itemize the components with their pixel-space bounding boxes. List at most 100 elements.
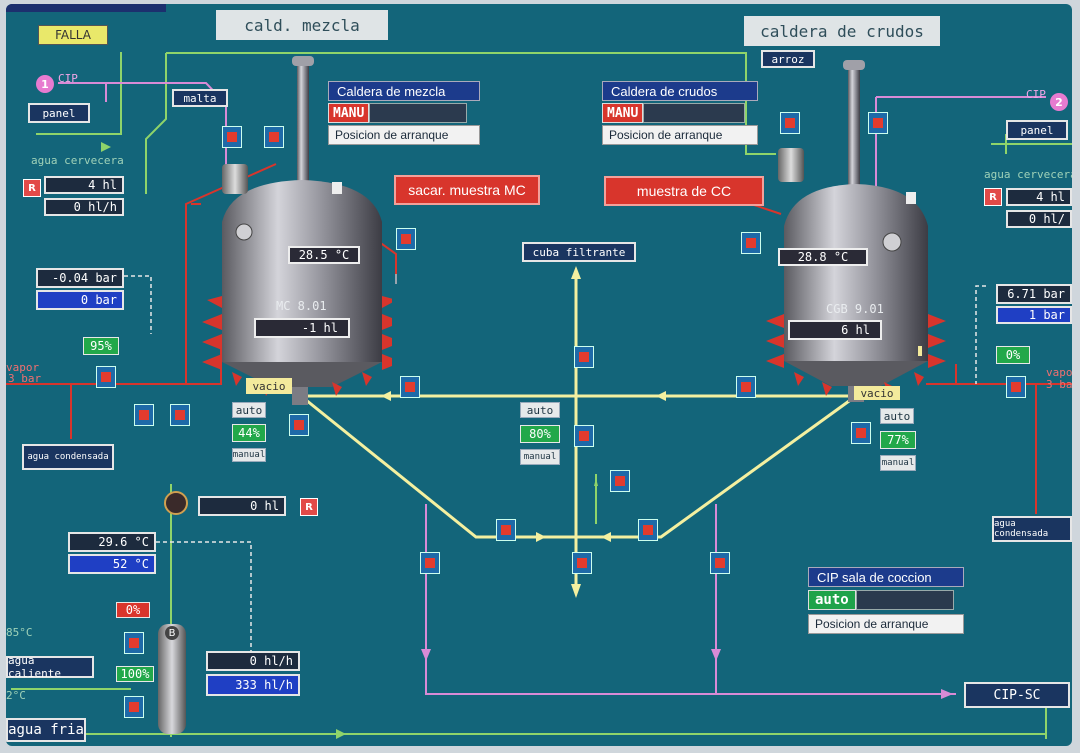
- vapor-label-left: vapor: [6, 361, 40, 374]
- reset-button-agua-right[interactable]: R: [984, 188, 1002, 206]
- center-pct: 80%: [520, 425, 560, 443]
- cip-mode[interactable]: auto: [808, 590, 856, 610]
- cereal-cooker-panel-title[interactable]: Caldera de crudos: [602, 81, 758, 101]
- area-label-mezcla[interactable]: cald. mezcla: [216, 10, 388, 40]
- cip-panel-title[interactable]: CIP sala de coccion: [808, 567, 964, 587]
- valve-icon[interactable]: [638, 519, 658, 541]
- valve-icon[interactable]: [400, 376, 420, 398]
- cip-label-left: CIP: [58, 72, 78, 85]
- agitator-auto-left[interactable]: auto: [232, 402, 266, 418]
- cip-start-position[interactable]: Posicion de arranque: [808, 614, 964, 634]
- valve-icon[interactable]: [574, 346, 594, 368]
- sample-mc-button[interactable]: sacar. muestra MC: [394, 175, 540, 205]
- hot-water-temp: 85°C: [6, 626, 33, 639]
- valve-icon[interactable]: [1006, 376, 1026, 398]
- agua-flow-left: 0 hl/h: [44, 198, 124, 216]
- valve-icon[interactable]: [574, 425, 594, 447]
- cereal-cooker-mode[interactable]: MANU: [602, 103, 644, 123]
- cip-mode-row: auto: [808, 590, 954, 610]
- cereal-cooker-vessel[interactable]: [766, 56, 956, 416]
- vessel-temp-left: 28.5 °C: [288, 246, 360, 264]
- area-label-crudos[interactable]: caldera de crudos: [744, 16, 940, 46]
- heat-exchanger[interactable]: [158, 624, 186, 734]
- malta-inlet[interactable]: malta: [172, 89, 228, 107]
- center-manual[interactable]: manual: [520, 449, 560, 465]
- flow-2-left: 333 hl/h: [206, 674, 300, 696]
- piping-diagram: [6, 52, 1072, 739]
- valve-icon[interactable]: [736, 376, 756, 398]
- valve-icon[interactable]: [96, 366, 116, 388]
- cold-valve-pct: 100%: [116, 666, 154, 682]
- valve-icon[interactable]: [710, 552, 730, 574]
- flow-meter-icon: [164, 491, 188, 515]
- pressure-1-right: 6.71 bar: [996, 284, 1072, 304]
- valve-icon[interactable]: [780, 112, 800, 134]
- cereal-cooker-mode-row: MANU: [602, 103, 746, 123]
- hot-water-button[interactable]: agua caliente: [6, 654, 94, 680]
- cip-badge-1: 1: [36, 75, 54, 93]
- temp-1-left: 29.6 °C: [68, 532, 156, 552]
- valve-icon[interactable]: [289, 414, 309, 436]
- malta-hopper: [222, 164, 248, 194]
- cip-badge-2: 2: [1050, 93, 1068, 111]
- cereal-cooker-start-position[interactable]: Posicion de arranque: [602, 125, 758, 145]
- vapor-bar-right: 3 bar: [1046, 378, 1072, 391]
- agua-flow-right: 0 hl/: [1006, 210, 1072, 228]
- cip-step: [855, 590, 954, 610]
- valve-icon[interactable]: [124, 696, 144, 718]
- agitator-auto-right[interactable]: auto: [880, 408, 914, 424]
- heat-exchanger-label: B: [165, 626, 179, 640]
- mash-kettle-panel-title[interactable]: Caldera de mezcla: [328, 81, 480, 101]
- steam-valve-pct-right: 0%: [996, 346, 1030, 364]
- process-screen: FALLA cald. mezcla caldera de crudos 1 C…: [6, 4, 1072, 746]
- steam-valve-pct-left: 95%: [83, 337, 119, 355]
- valve-icon[interactable]: [170, 404, 190, 426]
- vapor-bar-left: 3 bar: [8, 372, 42, 385]
- agua-volume-left: 4 hl: [44, 176, 124, 194]
- valve-icon[interactable]: [851, 422, 871, 444]
- arroz-inlet[interactable]: arroz: [761, 50, 815, 68]
- mash-kettle-mode-row: MANU: [328, 103, 468, 123]
- agua-cervecera-label-left: agua cervecera: [31, 154, 124, 167]
- cip-sc-outlet[interactable]: CIP-SC: [964, 682, 1070, 708]
- temp-2-left: 52 °C: [68, 554, 156, 574]
- vapor-label-right: vapor: [1046, 366, 1072, 379]
- cip-label-right: CIP: [1026, 88, 1046, 101]
- lauter-tun-label[interactable]: cuba filtrante: [522, 242, 636, 262]
- agitator-manual-left[interactable]: manual: [232, 448, 266, 462]
- reset-button-meter[interactable]: R: [300, 498, 318, 516]
- cold-water-temp: 2°C: [6, 689, 26, 702]
- valve-icon[interactable]: [610, 470, 630, 492]
- mash-kettle-start-position[interactable]: Posicion de arranque: [328, 125, 480, 145]
- valve-icon[interactable]: [396, 228, 416, 250]
- valve-icon[interactable]: [222, 126, 242, 148]
- valve-icon[interactable]: [496, 519, 516, 541]
- valve-icon[interactable]: [868, 112, 888, 134]
- vessel-name-right: CGB 9.01: [826, 302, 884, 316]
- valve-icon[interactable]: [264, 126, 284, 148]
- center-auto[interactable]: auto: [520, 402, 560, 418]
- reset-button-agua-left[interactable]: R: [23, 179, 41, 197]
- valve-icon[interactable]: [741, 232, 761, 254]
- cold-water-button[interactable]: agua fria: [6, 718, 86, 742]
- panel-button-left[interactable]: panel: [28, 103, 90, 123]
- valve-icon[interactable]: [134, 404, 154, 426]
- agua-volume-right: 4 hl: [1006, 188, 1072, 206]
- valve-icon[interactable]: [572, 552, 592, 574]
- mash-kettle-step: [369, 103, 468, 123]
- agitator-manual-right[interactable]: manual: [880, 455, 916, 471]
- condensate-right[interactable]: agua condensada: [992, 516, 1072, 542]
- valve-icon[interactable]: [124, 632, 144, 654]
- pressure-2-left: 0 bar: [36, 290, 124, 310]
- pressure-1-left: -0.04 bar: [36, 268, 124, 288]
- vacio-left: vacio: [246, 378, 292, 394]
- condensate-left[interactable]: agua condensada: [22, 444, 114, 470]
- panel-button-right[interactable]: panel: [1006, 120, 1068, 140]
- vessel-name-left: MC 8.01: [276, 299, 327, 313]
- mash-kettle-mode[interactable]: MANU: [328, 103, 370, 123]
- vessel-temp-right: 28.8 °C: [778, 248, 868, 266]
- sample-cc-button[interactable]: muestra de CC: [604, 176, 764, 206]
- pressure-2-right: 1 bar: [996, 306, 1072, 324]
- alarm-indicator[interactable]: FALLA: [38, 25, 108, 45]
- valve-icon[interactable]: [420, 552, 440, 574]
